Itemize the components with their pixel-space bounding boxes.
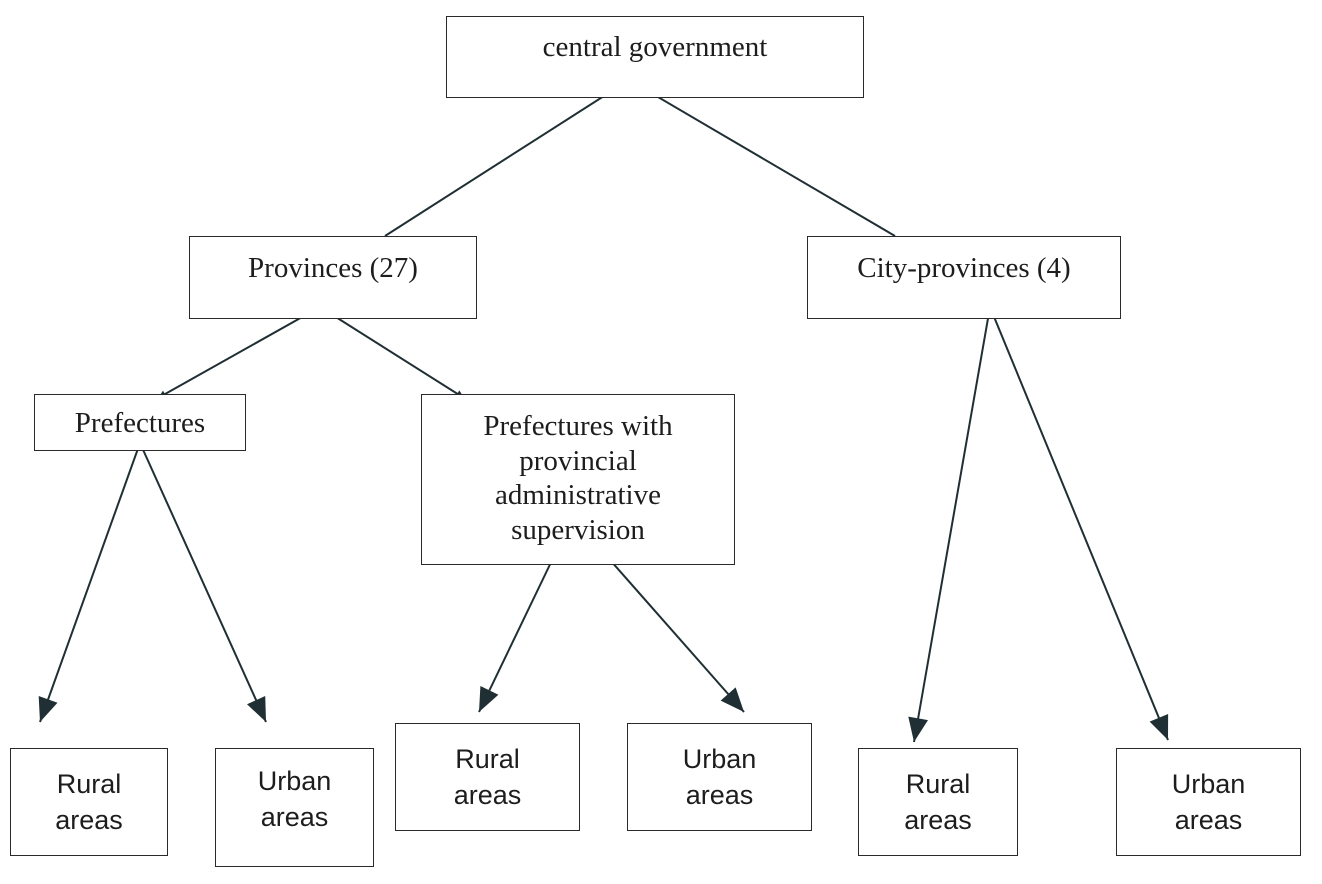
label-line: Rural bbox=[905, 769, 971, 799]
node-label: Urban areas bbox=[258, 763, 332, 835]
connector-prefectures_pas-to-rural_2 bbox=[478, 551, 557, 713]
connector-city_provinces-to-urban_3 bbox=[989, 306, 1169, 741]
arrowhead-rural_2 bbox=[479, 686, 499, 712]
node-urban-areas-prefectures: Urban areas bbox=[215, 748, 374, 867]
connector-prefectures-to-urban_1 bbox=[139, 442, 267, 723]
label-line: areas bbox=[685, 780, 754, 810]
node-label: Provinces (27) bbox=[248, 252, 418, 284]
node-label: Rural areas bbox=[55, 766, 123, 838]
node-prefectures: Prefectures bbox=[34, 394, 246, 451]
label-line: Rural bbox=[56, 769, 122, 799]
node-label: City-provinces (4) bbox=[857, 252, 1071, 284]
arrowhead-urban_1 bbox=[247, 696, 266, 722]
connector-provinces-to-prefectures_pas bbox=[319, 306, 465, 399]
node-rural-areas-prefectures: Rural areas bbox=[10, 748, 168, 856]
node-label: central government bbox=[542, 31, 768, 63]
label-line: areas bbox=[1174, 805, 1243, 835]
node-prefectures-provincial-supervision: Prefectures with provincial administrati… bbox=[421, 394, 735, 565]
node-urban-areas-supervised: Urban areas bbox=[627, 723, 812, 831]
node-urban-areas-city-provinces: Urban areas bbox=[1116, 748, 1301, 856]
connector-central-to-provinces bbox=[384, 79, 630, 237]
label-line: Urban bbox=[682, 744, 757, 774]
label-line: Rural bbox=[455, 744, 520, 774]
connector-provinces-to-prefectures bbox=[157, 306, 321, 399]
label-line: areas bbox=[260, 802, 329, 832]
label-line: areas bbox=[453, 780, 522, 810]
label-line: Urban bbox=[1171, 769, 1246, 799]
label-line: areas bbox=[55, 805, 123, 835]
connector-city_provinces-to-rural_3 bbox=[913, 306, 991, 743]
node-label: Prefectures bbox=[74, 406, 206, 439]
arrowhead-urban_3 bbox=[1149, 714, 1169, 740]
arrowhead-rural_3 bbox=[908, 716, 928, 742]
label-line: areas bbox=[904, 805, 972, 835]
node-city-provinces: City-provinces (4) bbox=[807, 236, 1121, 319]
connector-prefectures_pas-to-urban_2 bbox=[602, 551, 745, 713]
node-rural-areas-city-provinces: Rural areas bbox=[858, 748, 1018, 856]
connector-prefectures-to-rural_1 bbox=[39, 442, 141, 723]
arrowhead-urban_2 bbox=[720, 687, 744, 712]
node-label: Urban areas bbox=[1172, 766, 1246, 838]
node-rural-areas-supervised: Rural areas bbox=[395, 723, 580, 831]
node-central-government: central government bbox=[446, 16, 864, 98]
node-label: Prefectures with provincial administrati… bbox=[483, 410, 673, 546]
label-line: Urban bbox=[257, 766, 332, 796]
node-label: Urban areas bbox=[683, 741, 757, 813]
node-provinces: Provinces (27) bbox=[189, 236, 477, 319]
connector-central-to-city_provinces bbox=[628, 79, 896, 237]
node-label: Rural areas bbox=[454, 741, 522, 813]
arrowhead-rural_1 bbox=[38, 696, 58, 722]
node-label: Rural areas bbox=[904, 766, 972, 838]
